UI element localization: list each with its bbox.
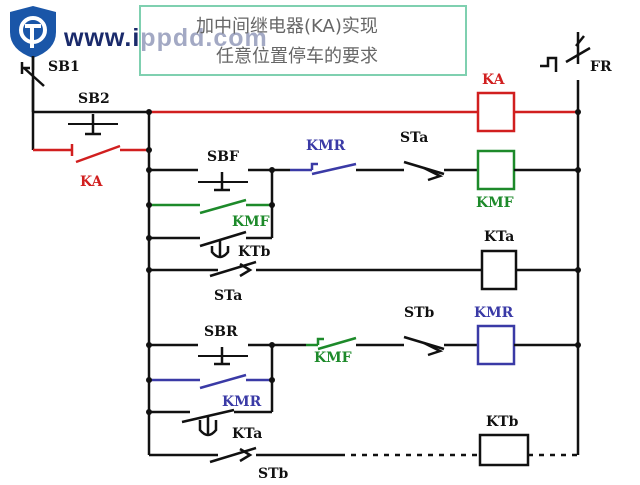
kta-coil xyxy=(480,249,518,291)
ktb-coil xyxy=(478,433,530,467)
kmf-coil-label: KMF xyxy=(476,195,514,211)
title-box: 加中间继电器(KA)实现 任意位置停车的要求 xyxy=(139,5,467,76)
kta-coil-label: KTa xyxy=(484,229,514,245)
kmf-seal-label: KMF xyxy=(232,214,270,230)
kta-contact-label: KTa xyxy=(232,426,262,442)
ka-coil xyxy=(476,91,516,133)
stb-limit-switch-bottom xyxy=(149,446,480,464)
kmr-coil xyxy=(476,324,516,366)
ktb-timer-contact xyxy=(149,230,272,259)
sta-mid-label: STa xyxy=(214,288,242,304)
sta-top-label: STa xyxy=(400,130,428,146)
sb1-stop-button xyxy=(20,56,45,112)
kmf-interlock-nc-contact xyxy=(306,336,366,351)
stb-limit-switch-top xyxy=(366,335,478,357)
sb1-label: SB1 xyxy=(48,59,80,75)
sb2-start-button xyxy=(33,110,149,136)
kmf-coil xyxy=(476,149,516,191)
kmf-seal-contact xyxy=(149,198,272,215)
kmr-nc-top-label: KMR xyxy=(306,138,346,154)
ktb-contact-label: KTb xyxy=(238,244,271,260)
title-line-2: 任意位置停车的要求 xyxy=(216,46,378,67)
title-line-1: 加中间继电器(KA)实现 xyxy=(196,16,378,37)
left-rail xyxy=(31,56,151,455)
kmr-interlock-nc-contact xyxy=(290,162,366,176)
kta-timer-contact xyxy=(149,408,272,437)
logo-shield-icon xyxy=(10,6,56,58)
sb2-label: SB2 xyxy=(78,91,110,107)
sta-limit-switch-top xyxy=(366,160,478,182)
fr-label: FR xyxy=(590,59,612,75)
ka-contact-label: KA xyxy=(80,174,104,190)
kmr-seal-label: KMR xyxy=(222,394,262,410)
fr-overload-contact xyxy=(540,35,591,72)
stb-bottom-label: STb xyxy=(258,466,289,482)
kmr-seal-contact xyxy=(149,373,272,390)
sbr-reverse-button xyxy=(149,343,306,412)
sbr-label: SBR xyxy=(204,324,238,340)
kmf-nc-label: KMF xyxy=(314,350,352,366)
sbf-label: SBF xyxy=(207,149,239,165)
kmr-coil-label: KMR xyxy=(474,305,514,321)
sta-limit-switch-mid xyxy=(149,260,482,278)
stb-top-label: STb xyxy=(404,305,435,321)
ka-coil-label: KA xyxy=(482,72,506,88)
junction-dots xyxy=(146,109,581,415)
ka-seal-contact xyxy=(33,144,149,164)
ktb-coil-label: KTb xyxy=(486,414,519,430)
